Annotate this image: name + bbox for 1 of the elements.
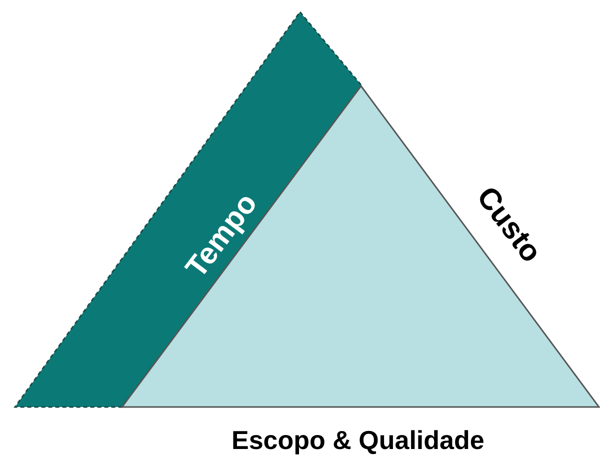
side-label: Escopo & Qualidade [232, 427, 484, 453]
